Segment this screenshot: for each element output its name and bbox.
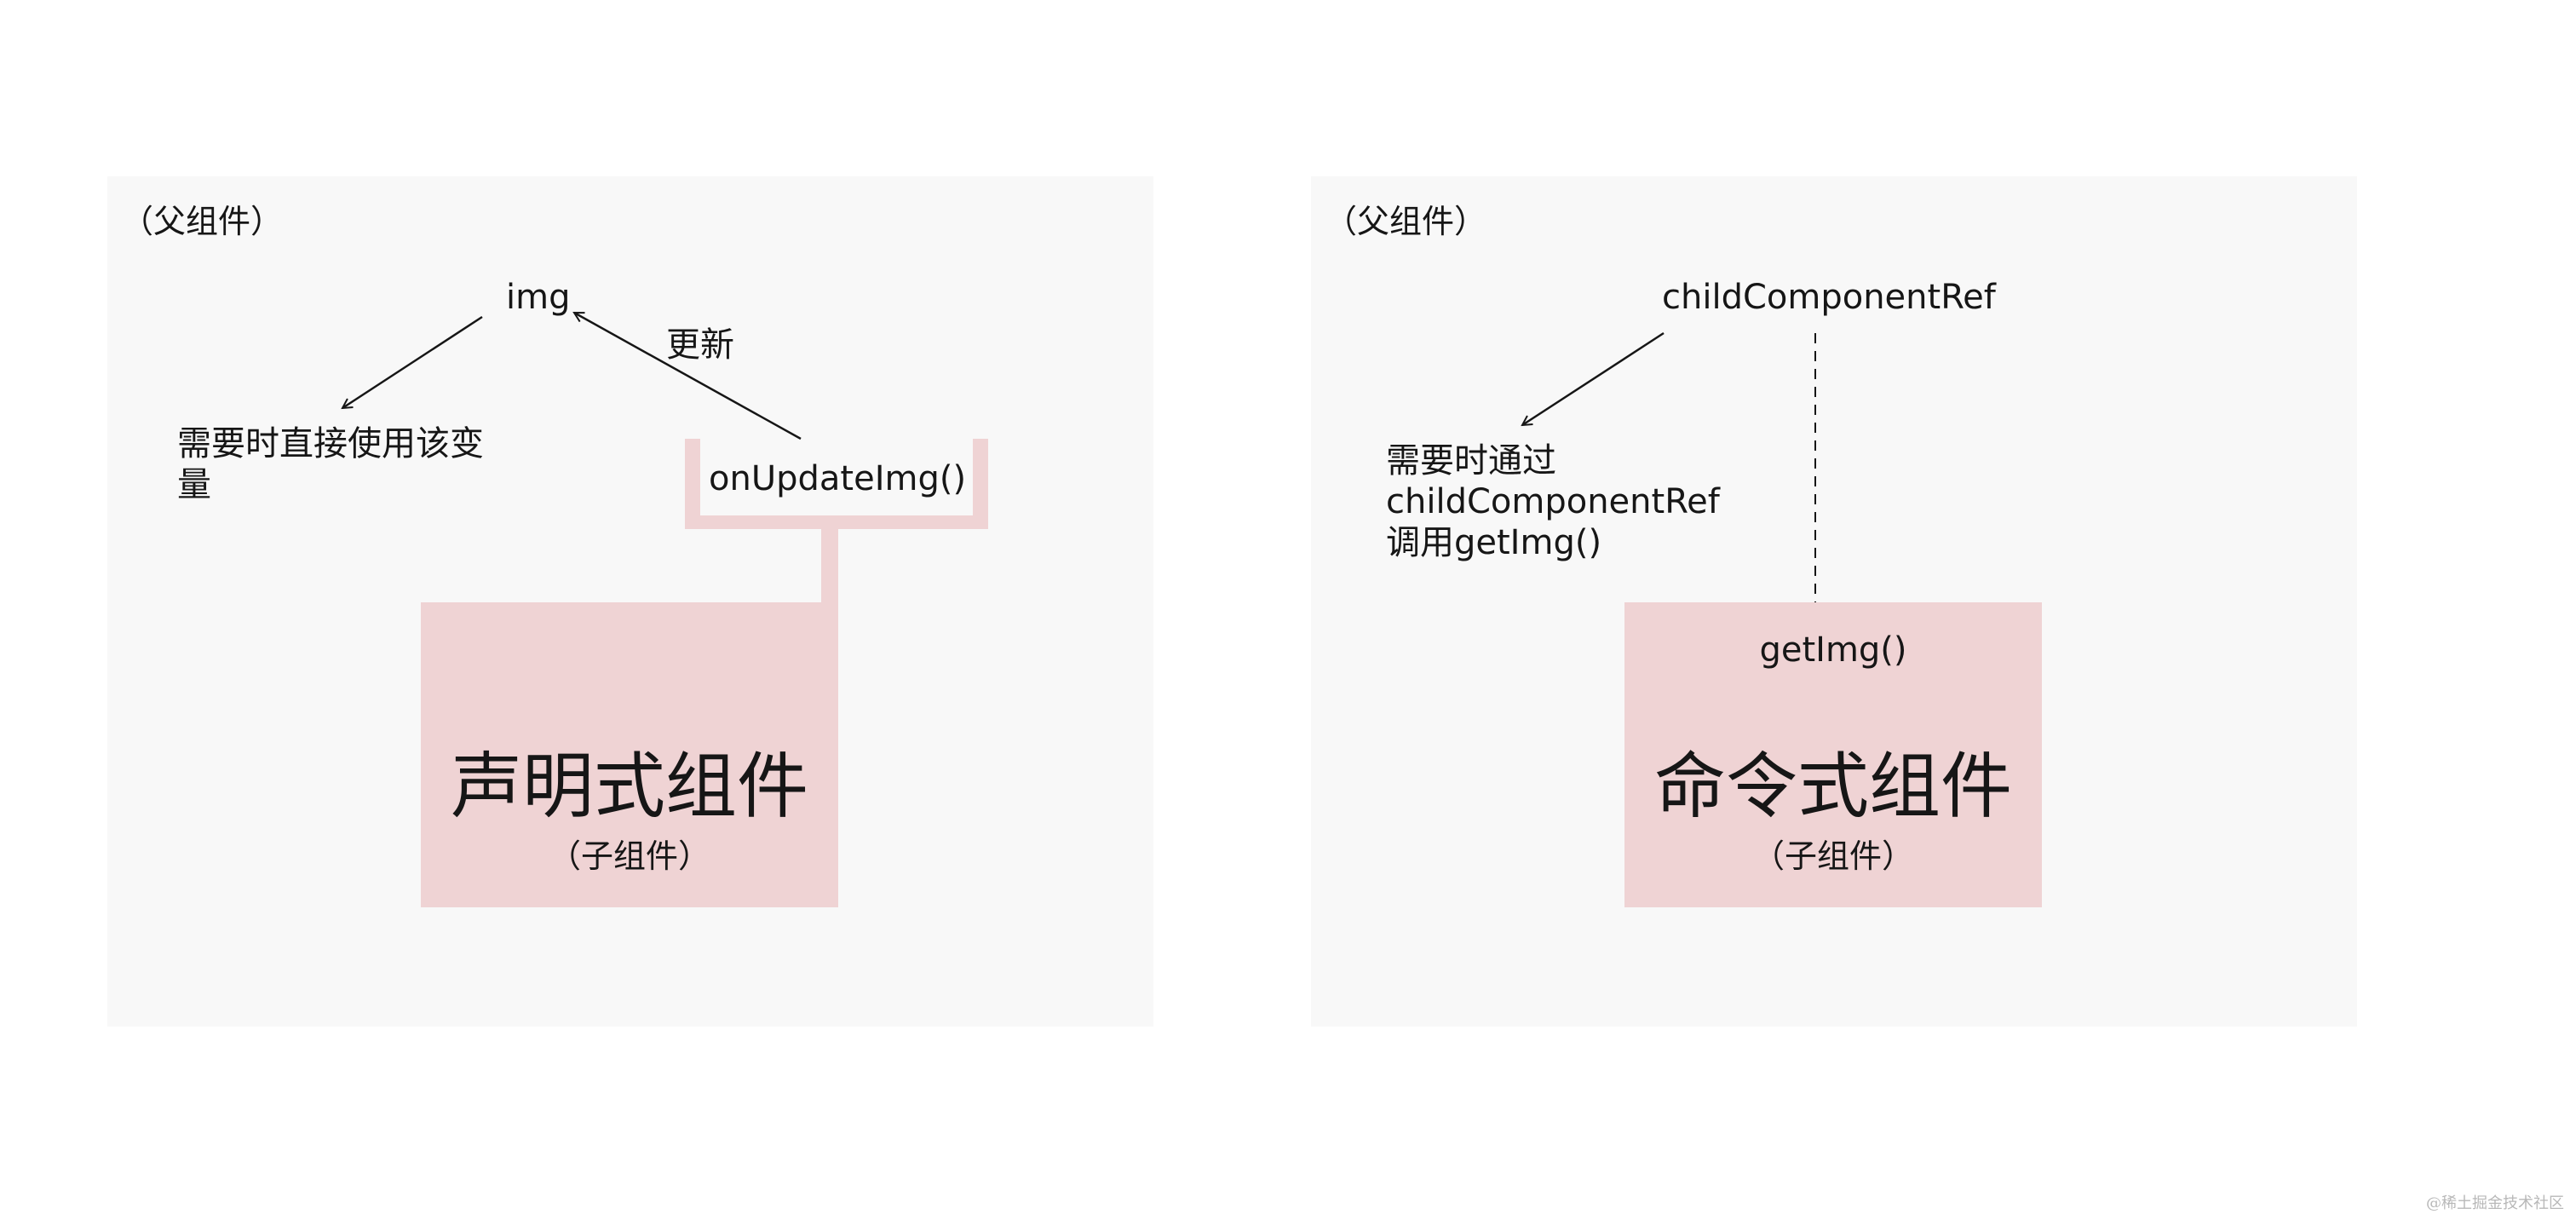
direct-use-note: 需要时直接使用该变 量: [177, 423, 484, 505]
arrow-update-to-img: [574, 311, 802, 440]
component-title: 声明式组件: [450, 745, 808, 828]
bracket-base: [685, 515, 988, 529]
parent-component-panel-right: （父组件） childComponentRef 需要时通过 childCompo…: [1311, 176, 2357, 1027]
declarative-child-component: 声明式组件 （子组件）: [421, 602, 838, 907]
arrows-left: [107, 311, 802, 440]
img-variable-label: img: [506, 278, 571, 317]
callback-prop-label: onUpdateImg(): [709, 459, 967, 498]
ref-note: 需要时通过 childComponentRef 调用getImg(): [1386, 440, 1720, 563]
parent-label: （父组件）: [1325, 203, 1487, 240]
parent-label: （父组件）: [121, 203, 284, 240]
ref-note-line: 需要时通过: [1386, 441, 1556, 481]
bracket-left-arm: [685, 439, 700, 527]
method-label: getImg(): [1759, 630, 1907, 670]
direct-use-note-line: 需要时直接使用该变: [177, 424, 484, 463]
direct-use-note-line: 量: [177, 465, 211, 504]
bracket-stem: [821, 527, 838, 621]
component-subtitle: （子组件）: [1751, 837, 1914, 875]
parent-component-panel-left: （父组件） img 更新 需要时直接使用该变 量 onUpdateImg() 声…: [107, 176, 1153, 1027]
bracket-right-arm: [973, 439, 988, 527]
ref-note-line: 调用getImg(): [1386, 523, 1602, 562]
arrow-img-to-direct-use: [342, 315, 483, 408]
child-component-ref-label: childComponentRef: [1662, 278, 1996, 317]
ref-note-line: childComponentRef: [1386, 482, 1720, 521]
update-label: 更新: [666, 325, 734, 365]
imperative-child-component: getImg() 命令式组件 （子组件）: [1624, 602, 2042, 907]
arrow-ref-to-note: [1522, 331, 1665, 425]
component-subtitle: （子组件）: [548, 837, 710, 875]
component-title: 命令式组件: [1653, 745, 2012, 828]
arrows-right: [1311, 331, 1816, 602]
watermark: @稀土掘金技术社区: [2426, 1194, 2564, 1212]
